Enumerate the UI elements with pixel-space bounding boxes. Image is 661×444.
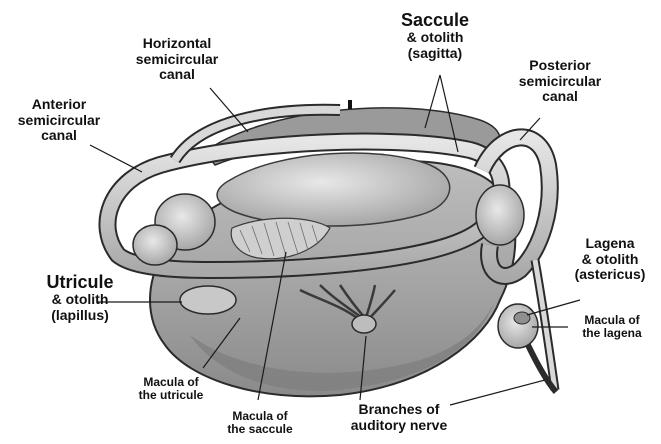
auditory-nerve-label: Branches of auditory nerve	[340, 402, 458, 433]
auditory-nerve-line1: Branches of	[340, 402, 458, 418]
utricule-label: Utricule & otolith (lapillus)	[30, 272, 130, 324]
anterior-canal-label: Anterior semicircular canal	[4, 97, 114, 144]
posterior-canal-line3: canal	[505, 89, 615, 105]
auditory-nerve-line2: auditory nerve	[340, 418, 458, 434]
macula-saccule-line1: Macula of	[212, 410, 308, 423]
macula-lagena-line2: the lagena	[566, 327, 658, 340]
lagena	[498, 304, 538, 348]
saccule-label: Saccule & otolith (sagitta)	[385, 10, 485, 62]
macula-utricule-label: Macula of the utricule	[122, 376, 220, 403]
saccule-sagitta-text: (sagitta)	[385, 46, 485, 62]
sagitta-otolith	[217, 153, 450, 226]
macula-saccule-line2: the saccule	[212, 423, 308, 436]
lagena-line2: & otolith	[560, 252, 660, 268]
posterior-canal-label: Posterior semicircular canal	[505, 58, 615, 105]
macula-lagena-line1: Macula of	[566, 314, 658, 327]
top-marker	[348, 100, 352, 109]
posterior-canal-line1: Posterior	[505, 58, 615, 74]
utricle-ampulla-2	[133, 225, 177, 265]
posterior-canal-line2: semicircular	[505, 74, 615, 90]
saccule-otolith-text: & otolith	[385, 30, 485, 46]
utricule-lapillus-text: (lapillus)	[30, 308, 130, 324]
horizontal-canal-line2: semicircular	[118, 52, 236, 68]
posterior-ampulla	[476, 185, 524, 245]
horizontal-canal-label: Horizontal semicircular canal	[118, 36, 236, 83]
macula-utricule-line2: the utricule	[122, 389, 220, 402]
lapillus-otolith	[180, 286, 236, 314]
utricule-title: Utricule	[30, 272, 130, 292]
nerve-root	[352, 315, 376, 333]
macula-utricule-line1: Macula of	[122, 376, 220, 389]
horizontal-canal-line1: Horizontal	[118, 36, 236, 52]
macula-saccule-label: Macula of the saccule	[212, 410, 308, 437]
anterior-canal-line2: semicircular	[4, 113, 114, 129]
anterior-canal-line1: Anterior	[4, 97, 114, 113]
lagena-line3: (astericus)	[560, 267, 660, 283]
astericus-otolith	[514, 312, 530, 324]
saccule-title: Saccule	[385, 10, 485, 30]
macula-lagena-label: Macula of the lagena	[566, 314, 658, 341]
utricule-otolith-text: & otolith	[30, 292, 130, 308]
lagena-label: Lagena & otolith (astericus)	[560, 236, 660, 283]
lagena-line1: Lagena	[560, 236, 660, 252]
anterior-canal-line3: canal	[4, 128, 114, 144]
horizontal-canal-line3: canal	[118, 67, 236, 83]
